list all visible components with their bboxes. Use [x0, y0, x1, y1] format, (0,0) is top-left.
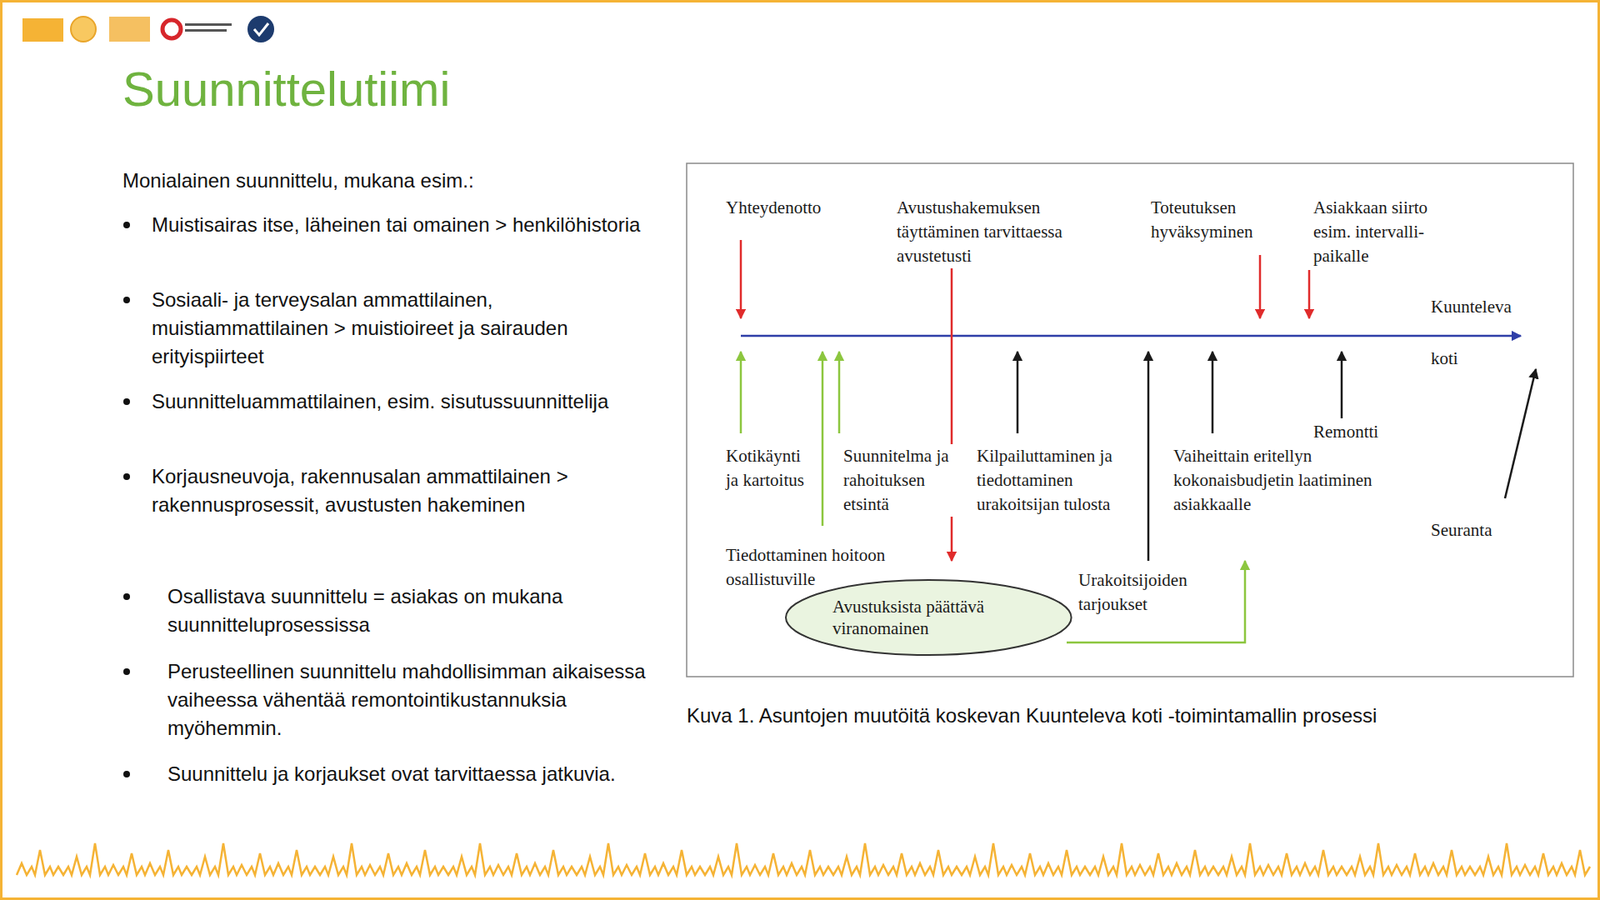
end-label: Kuunteleva [1430, 295, 1556, 320]
black-arrow [1505, 369, 1536, 499]
bullet-text: Korjausneuvoja, rakennusalan ammattilain… [151, 462, 652, 520]
bullet-text: Muistisairas itse, läheinen tai omainen … [151, 210, 652, 240]
step-label: Toteutuksen hyväksyminen [1150, 195, 1289, 245]
intro-text: Monialainen suunnittelu, mukana esim.: [122, 166, 723, 195]
figure-frame [686, 163, 1574, 677]
green-arrow [838, 351, 841, 434]
step-label: Yhteydenotto [725, 195, 860, 220]
logo-block [109, 16, 150, 42]
step-label: Vaiheittain eritellyn kokonaisbudjetin l… [1173, 444, 1382, 517]
black-arrow [1016, 351, 1020, 434]
bullet-text: Osallistava suunnittelu = asiakas on muk… [167, 582, 651, 640]
step-label: Kotikäynti ja kartoitus [725, 444, 818, 493]
green-arrow [1066, 560, 1245, 643]
green-arrow [740, 351, 743, 434]
logo-badge [247, 15, 275, 43]
ellipse-outline [784, 578, 1074, 657]
logo-block [22, 18, 64, 42]
red-arrow [1259, 255, 1262, 319]
step-label: Kilpailuttaminen ja tiedottaminen urakoi… [976, 444, 1144, 517]
step-label: Suunnitelma ja rahoituksen etsintä [843, 444, 965, 517]
bullet-text: Suunnittelu ja korjaukset ovat tarvittae… [167, 760, 651, 789]
green-arrow [821, 351, 825, 526]
bullet-text: Suunnitteluammattilainen, esim. sisutuss… [151, 387, 652, 416]
step-label: Remontti [1313, 420, 1422, 445]
black-arrow [1147, 351, 1150, 561]
red-arrow [1308, 270, 1311, 319]
logo-circle [70, 16, 96, 42]
end-label: koti [1430, 346, 1515, 371]
step-label: Avustushakemuksen täyttäminen tarvittaes… [896, 195, 1097, 269]
logo-bar [185, 23, 232, 26]
logo-bar [185, 29, 227, 32]
timeline-arrow [740, 335, 1521, 338]
ellipse-node: Avustuksista päättävä viranomainen [784, 578, 1074, 657]
step-label: Seuranta [1430, 518, 1540, 543]
bullet-text: Sosiaali- ja terveysalan ammattilainen, … [151, 285, 652, 371]
slide-title: Suunnittelutiimi [122, 60, 450, 119]
node-text: Avustuksista päättävä viranomainen [832, 595, 1025, 640]
black-arrow [1340, 351, 1344, 419]
step-label: Asiakkaan siirto esim. intervalli- paika… [1313, 195, 1468, 269]
bullet-text: Perusteellinen suunnittelu mahdollisimma… [167, 657, 651, 743]
figure-caption: Kuva 1. Asuntojen muutöitä koskevan Kuun… [686, 702, 1587, 730]
logo-check [254, 23, 269, 35]
logos [22, 15, 275, 43]
step-label: Urakoitsijoiden tarjoukset [1078, 568, 1220, 617]
red-arrow [740, 240, 743, 319]
bullet-dots [123, 221, 130, 778]
logo-swirl [162, 20, 181, 39]
black-arrow [1211, 351, 1215, 434]
decorative-skyline [16, 843, 1590, 875]
